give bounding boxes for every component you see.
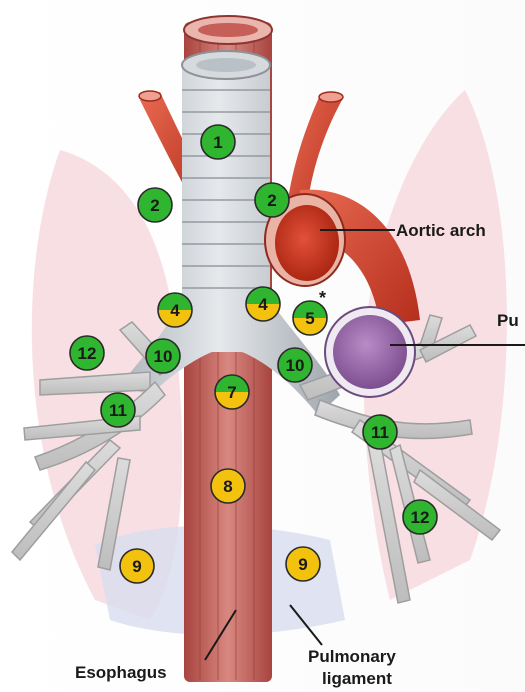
lymph-node-station-11r: 11 — [363, 415, 397, 449]
lymph-node-station-7: 7 — [215, 375, 249, 409]
station-number: 11 — [109, 401, 127, 420]
station-number: 9 — [132, 557, 141, 576]
station-number: 4 — [258, 295, 268, 314]
lymph-node-station-12r: 12 — [403, 500, 437, 534]
station-number: 4 — [170, 301, 180, 320]
pulmonary-ligament-label-line1: Pulmonary — [308, 647, 396, 666]
station-number: 9 — [298, 555, 307, 574]
lymph-node-station-4r: 4 — [246, 287, 280, 321]
lymph-node-station-9r: 9 — [286, 547, 320, 581]
lymph-node-station-2l: 2 — [138, 188, 172, 222]
esophagus-label: Esophagus — [75, 663, 167, 682]
station-number: 2 — [150, 196, 159, 215]
station-number: 10 — [286, 356, 305, 375]
station-number: 8 — [223, 477, 232, 496]
pulmonary-artery-label: Pu — [497, 311, 519, 330]
lymph-node-station-2r: 2 — [255, 183, 289, 217]
lymph-node-station-5: 5 — [293, 301, 327, 335]
aortic-arch-label: Aortic arch — [396, 221, 486, 240]
station-number: 10 — [154, 347, 173, 366]
lymph-node-station-8: 8 — [211, 469, 245, 503]
station-number: 2 — [267, 191, 276, 210]
pulmonary-artery-cross-section — [325, 307, 415, 397]
lymph-node-station-12l: 12 — [70, 336, 104, 370]
station-number: 12 — [411, 508, 430, 527]
lymph-node-station-11l: 11 — [101, 393, 135, 427]
lymph-node-station-10l: 10 — [146, 339, 180, 373]
station-number: 1 — [213, 133, 222, 152]
pulmonary-ligament-label-line2: ligament — [322, 669, 392, 688]
lymph-node-station-9l: 9 — [120, 549, 154, 583]
station-number: 5 — [305, 309, 314, 328]
lymph-node-station-4l: 4 — [158, 293, 192, 327]
station-number: 7 — [227, 383, 236, 402]
station-number: 12 — [78, 344, 97, 363]
lymph-node-station-1: 1 — [201, 125, 235, 159]
lymph-node-station-10r: 10 — [278, 348, 312, 382]
station-number: 11 — [371, 423, 389, 442]
